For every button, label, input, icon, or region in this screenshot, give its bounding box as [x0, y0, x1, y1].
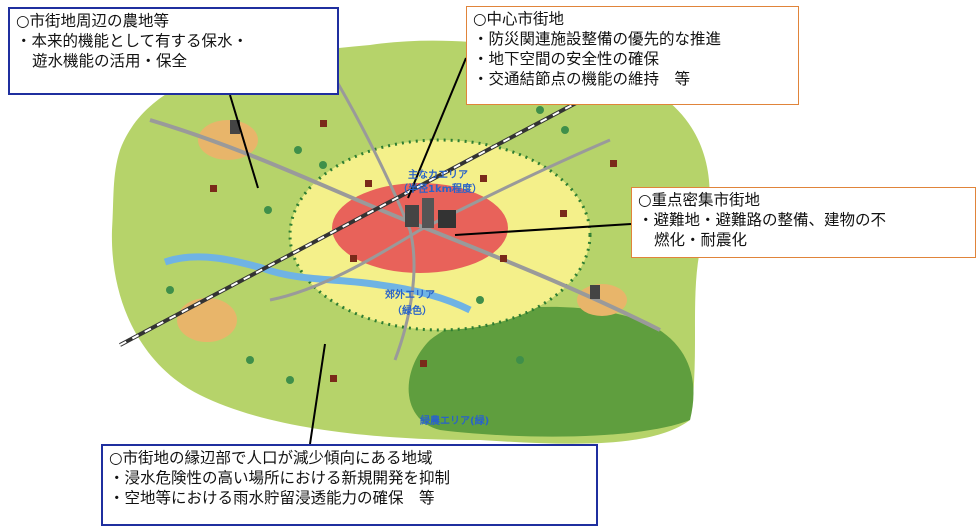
tree: [286, 376, 294, 384]
house: [420, 360, 427, 367]
callout-item-continued: 燃化・耐震化: [654, 231, 748, 249]
callout-leader-dense: [454, 223, 632, 236]
tree: [536, 106, 544, 114]
tree: [294, 146, 302, 154]
building: [422, 198, 434, 228]
callout-box-dense: ○重点密集市街地 ・避難地・避難路の整備、建物の不 燃化・耐震化: [631, 187, 976, 258]
house: [500, 255, 507, 262]
tree: [561, 126, 569, 134]
tree: [246, 356, 254, 364]
house: [610, 160, 617, 167]
tree: [319, 161, 327, 169]
callout-item: ・地下空間の安全性の確保: [473, 50, 660, 68]
farm-cluster-bottom-left: [177, 298, 237, 342]
callout-item: ・浸水危険性の高い場所における新規開発を抑制: [109, 469, 451, 487]
map-label-outer-area-sub: （緑色）: [392, 304, 432, 317]
house: [480, 175, 487, 182]
callout-item: ・本来的機能として有する保水・: [16, 32, 249, 50]
road: [328, 69, 416, 361]
tree: [476, 296, 484, 304]
callout-item: ・空地等における雨水貯留浸透能力の確保 等: [109, 489, 435, 507]
callout-box-center: ○中心市街地 ・防災関連施設整備の優先的な推進 ・地下空間の安全性の確保 ・交通…: [466, 6, 799, 105]
railway-ties: [119, 84, 611, 346]
callout-title: ○市街地の縁辺部で人口が減少傾向にある地域: [109, 449, 433, 467]
river: [163, 253, 472, 314]
building: [590, 285, 600, 299]
map-label-center-area: 主なカエリア: [408, 168, 468, 181]
tree: [264, 206, 272, 214]
callout-title: ○重点密集市街地: [638, 191, 761, 209]
callout-item: ・交通結節点の機能の維持 等: [473, 70, 691, 88]
house: [350, 255, 357, 262]
farm-cluster-left: [198, 120, 258, 160]
callout-title: ○中心市街地: [473, 10, 565, 28]
callout-box-farmland: ○市街地周辺の農地等 ・本来的機能として有する保水・ 遊水機能の活用・保全: [8, 7, 339, 95]
callout-leader-center: [407, 57, 467, 199]
building: [405, 205, 419, 227]
map-label-outer-area: 郊外エリア: [385, 288, 435, 301]
tree: [166, 286, 174, 294]
callout-item: ・防災関連施設整備の優先的な推進: [473, 30, 722, 48]
suburban-zone-border: [288, 138, 592, 332]
house: [560, 210, 567, 217]
callout-item: ・避難地・避難路の整備、建物の不: [638, 211, 887, 229]
house: [210, 185, 217, 192]
map-label-farm-area: 緑農エリア(緑): [420, 414, 489, 427]
map-label-center-area-sub: （半径1km程度）: [398, 182, 482, 195]
callout-box-fringe: ○市街地の縁辺部で人口が減少傾向にある地域 ・浸水危険性の高い場所における新規開…: [101, 444, 598, 526]
house: [365, 180, 372, 187]
callout-title: ○市街地周辺の農地等: [16, 12, 170, 30]
road: [269, 138, 611, 302]
tree: [516, 356, 524, 364]
ground-dark-area: [408, 306, 694, 437]
callout-item-continued: 遊水機能の活用・保全: [32, 52, 188, 70]
building: [438, 210, 456, 228]
house: [330, 375, 337, 382]
building: [230, 120, 240, 134]
callout-leader-farmland: [229, 94, 259, 189]
house: [320, 120, 327, 127]
callout-leader-fringe: [309, 343, 326, 445]
